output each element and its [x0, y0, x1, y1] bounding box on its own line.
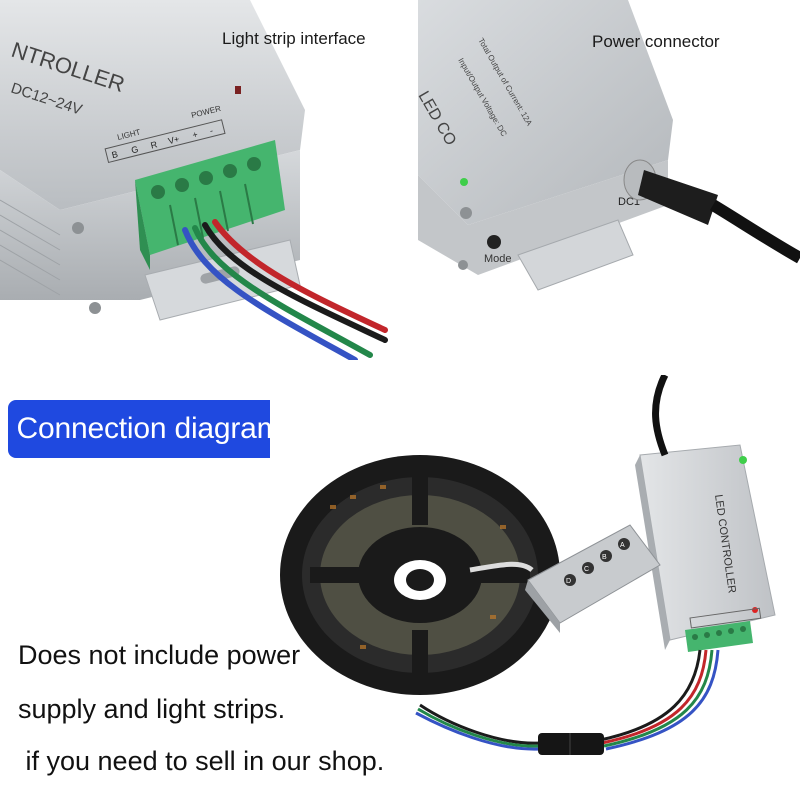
power-led [739, 456, 747, 464]
remote-key-b [600, 550, 612, 562]
terminal-block [685, 621, 753, 652]
photo-light-strip-interface: NTROLLER DC12~24V LIGHT POWER B G R V+ +… [0, 0, 390, 360]
rgb-wires [182, 219, 388, 360]
note-line-2: supply and light strips. [18, 694, 286, 724]
svg-text:D: D [566, 578, 571, 585]
svg-text:R: R [150, 139, 159, 150]
svg-text:+: + [191, 129, 199, 140]
mode-button[interactable] [487, 235, 501, 249]
mount-bracket [517, 219, 634, 291]
controller-terminal-illustration: NTROLLER DC12~24V LIGHT POWER B G R V+ +… [0, 0, 388, 360]
screw-icon [460, 207, 472, 219]
power-led [460, 178, 468, 186]
housing-front-face [418, 160, 668, 275]
caption-light-strip-interface: Light strip interface [222, 29, 366, 48]
svg-text:B: B [602, 554, 607, 561]
note-line-1: Does not include power [18, 640, 301, 670]
mode-label: Mode [484, 253, 512, 265]
dc-plug [638, 170, 800, 264]
terminal-block [135, 140, 285, 270]
svg-text:-: - [209, 125, 214, 135]
housing-top-face [418, 0, 673, 225]
caption-power-connector: Power connector [592, 32, 720, 51]
power-cable [652, 375, 669, 457]
led-controller: LED CONTROLLER [635, 444, 776, 652]
screw-icon [89, 302, 101, 314]
remote-key-a [618, 538, 630, 550]
svg-text:V+: V+ [167, 134, 180, 146]
remote-key-c [582, 562, 594, 574]
svg-text:G: G [130, 144, 139, 155]
photo-connection-diagram: LED CONTROLLER D C B A [270, 375, 800, 800]
inline-connector [538, 733, 604, 755]
controller-power-illustration: Mode LED CO Input/Output Voltage: DC Tot… [418, 0, 800, 291]
svg-text:B: B [111, 149, 119, 160]
svg-text:C: C [584, 566, 589, 573]
screw-icon [458, 260, 468, 270]
photo-power-connector: Mode LED CO Input/Output Voltage: DC Tot… [418, 0, 800, 300]
remote-key-d [564, 574, 576, 586]
badge-label: Connection diagram [16, 412, 282, 445]
svg-text:A: A [620, 542, 625, 549]
indicator-led [235, 86, 241, 94]
led-strip-reel [280, 455, 560, 695]
rgb-wires [415, 649, 720, 751]
remote-control[interactable]: D C B A [525, 524, 661, 633]
pin-label-strip: B G R V+ + - [104, 119, 226, 164]
note-line-3: if you need to sell in our shop. [18, 746, 385, 776]
connection-illustration: LED CONTROLLER D C B A [280, 375, 776, 755]
screw-icon [72, 222, 84, 234]
connection-diagram-badge: Connection diagram [8, 400, 290, 458]
